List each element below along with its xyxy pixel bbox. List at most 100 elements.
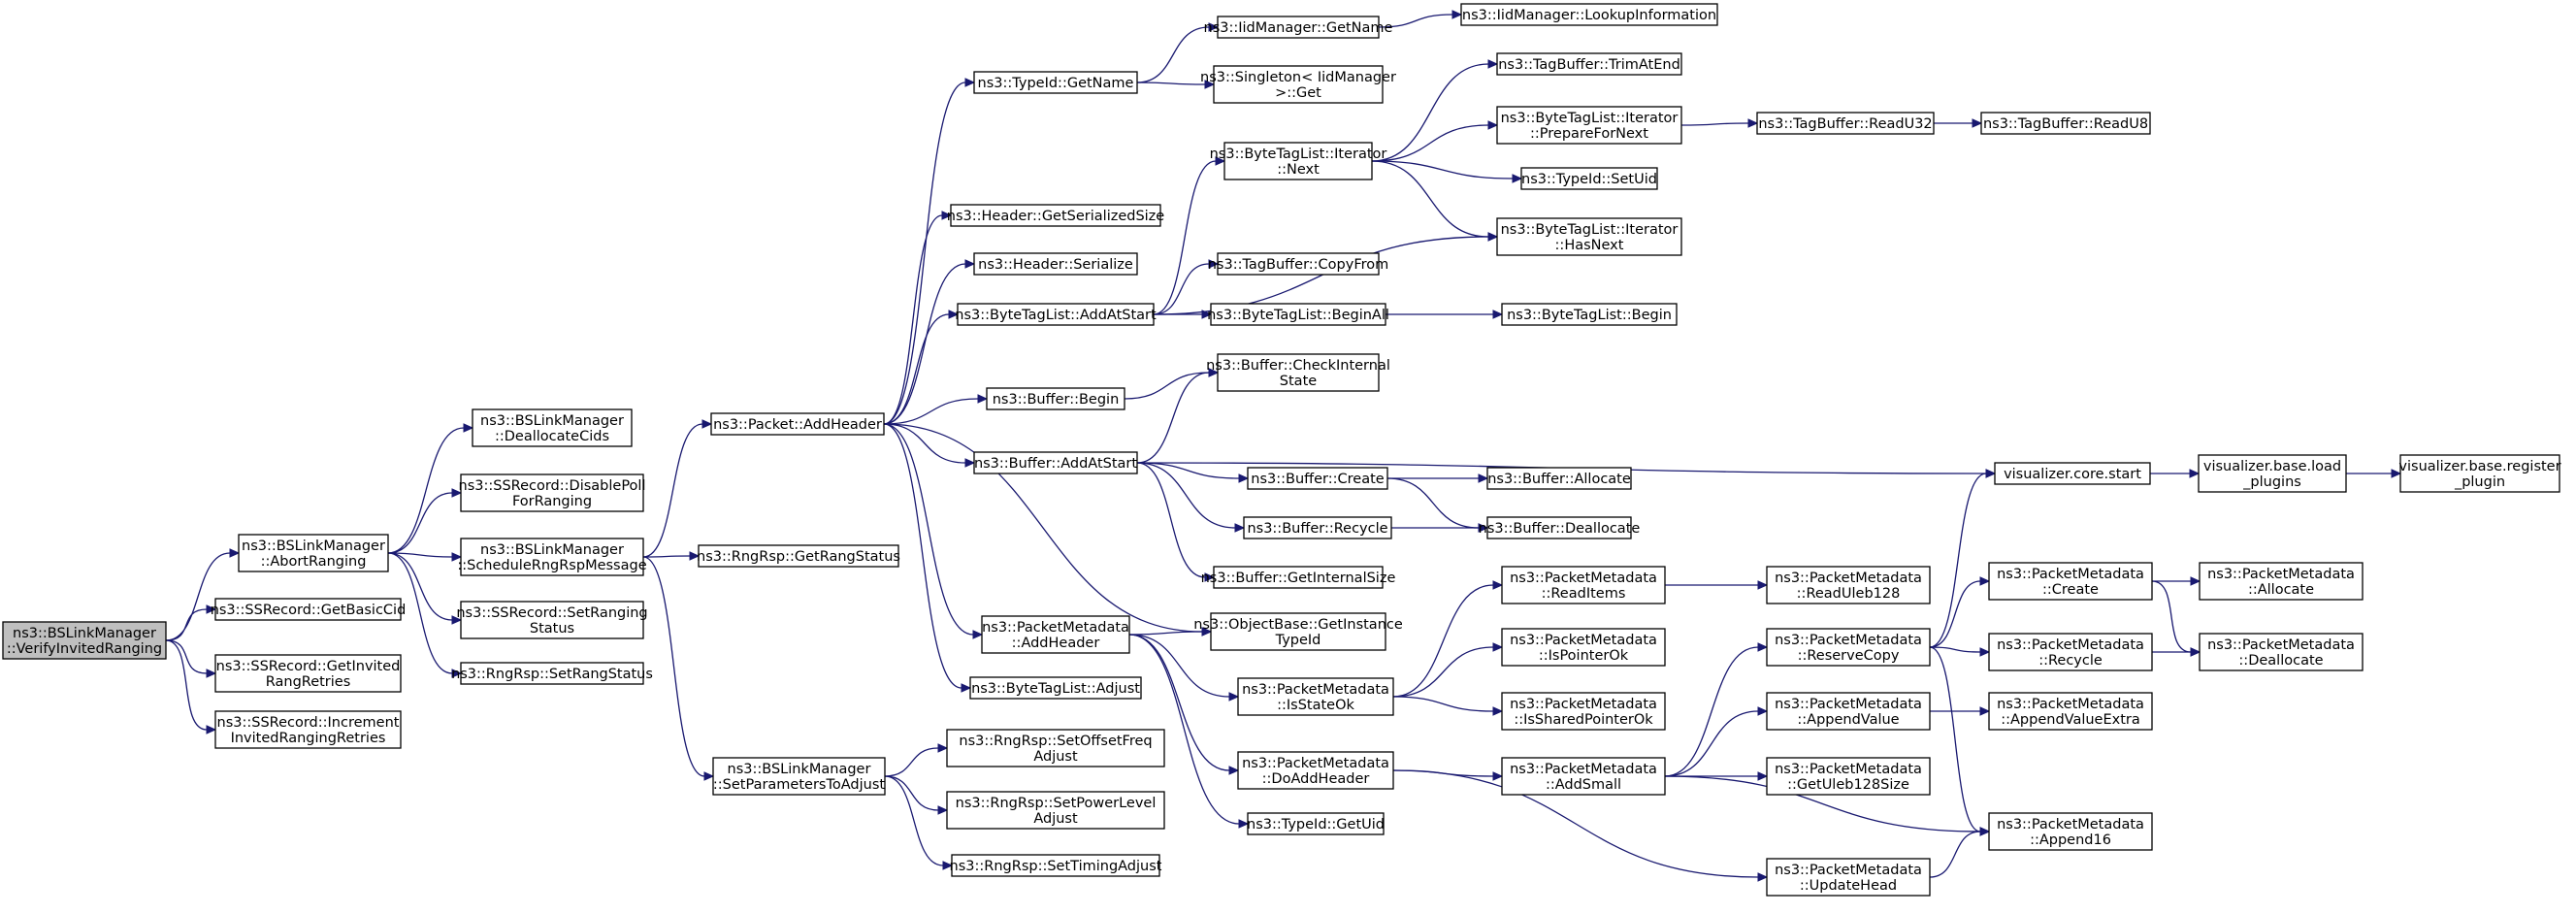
function-node[interactable]: ns3::PacketMetadata::GetUleb128Size — [1766, 757, 1931, 796]
function-node[interactable]: ns3::Buffer::AddAtStart — [973, 451, 1138, 474]
function-node[interactable]: ns3::ByteTagList::Iterator::PrepareForNe… — [1496, 106, 1682, 145]
node-box — [1988, 562, 2153, 601]
edge-arrowhead — [937, 743, 949, 753]
node-label: ns3::IidManager::GetName — [1204, 20, 1393, 36]
function-node[interactable]: ns3::TypeId::SetUid — [1520, 167, 1658, 190]
function-node[interactable]: ns3::PacketMetadata::DoAddHeader — [1237, 751, 1394, 790]
call-edge — [642, 556, 715, 781]
function-node[interactable]: ns3::PacketMetadata::Append16 — [1988, 812, 2153, 851]
call-edge — [1136, 80, 1216, 89]
call-edge — [2150, 469, 2201, 478]
function-node[interactable]: ns3::PacketMetadata::Recycle — [1988, 633, 2153, 671]
function-node[interactable]: ns3::PacketMetadata::ReadItems — [1501, 566, 1666, 604]
function-node[interactable]: ns3::TagBuffer::TrimAtEnd — [1496, 52, 1682, 76]
function-node[interactable]: ns3::Buffer::Begin — [986, 387, 1125, 410]
function-node[interactable]: ns3::BSLinkManager::VerifyInvitedRanging — [2, 621, 167, 660]
function-node[interactable]: ns3::SSRecord::GetBasicCid — [211, 598, 407, 621]
call-edge — [1929, 469, 1997, 648]
edge-line — [883, 423, 1203, 633]
function-node[interactable]: ns3::IidManager::GetName — [1204, 16, 1393, 39]
call-edge — [1391, 523, 1489, 533]
edge-line — [1136, 26, 1210, 83]
edge-arrowhead — [964, 78, 976, 87]
function-node[interactable]: ns3::Buffer::Allocate — [1486, 467, 1632, 490]
function-node[interactable]: ns3::ByteTagList::Iterator::HasNext — [1496, 217, 1682, 256]
function-node[interactable]: ns3::PacketMetadata::AddHeader — [981, 615, 1130, 654]
function-node[interactable]: visualizer.base.register_plugin — [2398, 454, 2561, 493]
function-node[interactable]: ns3::PacketMetadata::Allocate — [2199, 562, 2364, 601]
function-node[interactable]: visualizer.core.start — [1994, 462, 2151, 485]
call-edge — [1153, 156, 1226, 315]
node-label: ns3::TagBuffer::CopyFrom — [1208, 257, 1389, 273]
function-node[interactable]: ns3::IidManager::LookupInformation — [1460, 3, 1718, 26]
edge-arrowhead — [1492, 580, 1504, 590]
node-box — [238, 534, 389, 572]
function-node[interactable]: ns3::ByteTagList::Iterator::Next — [1210, 142, 1387, 180]
function-node[interactable]: ns3::TagBuffer::ReadU8 — [1980, 112, 2151, 135]
function-node[interactable]: ns3::TypeId::GetUid — [1247, 812, 1385, 835]
function-node[interactable]: visualizer.base.load_plugins — [2198, 454, 2347, 493]
function-node[interactable]: ns3::PacketMetadata::IsPointerOk — [1501, 628, 1666, 667]
function-node[interactable]: ns3::PacketMetadata::AddSmall — [1501, 757, 1666, 796]
function-node[interactable]: ns3::RngRsp::SetRangStatus — [451, 662, 653, 685]
function-node[interactable]: ns3::Buffer::GetInternalSize — [1201, 566, 1396, 589]
function-node[interactable]: ns3::RngRsp::GetRangStatus — [697, 544, 900, 568]
node-box — [957, 303, 1155, 326]
function-node[interactable]: ns3::SSRecord::IncrementInvitedRangingRe… — [214, 710, 402, 749]
node-label: ns3::BSLinkManager — [480, 542, 624, 558]
function-node[interactable]: ns3::PacketMetadata::Create — [1988, 562, 2153, 601]
call-edge — [2152, 576, 2201, 586]
function-node[interactable]: ns3::BSLinkManager::AbortRanging — [238, 534, 389, 572]
function-node[interactable]: ns3::PacketMetadata::Deallocate — [2199, 633, 2364, 671]
node-label: ns3::ByteTagList::Iterator — [1501, 111, 1679, 126]
function-node[interactable]: ns3::PacketMetadata::AppendValue — [1766, 692, 1931, 731]
node-box — [1460, 3, 1718, 26]
function-node[interactable]: ns3::ByteTagList::Adjust — [969, 676, 1142, 700]
function-node[interactable]: ns3::Header::Serialize — [973, 252, 1138, 276]
edge-line — [1136, 462, 1240, 479]
function-node[interactable]: ns3::PacketMetadata::IsSharedPointerOk — [1501, 692, 1666, 731]
function-node[interactable]: ns3::TagBuffer::CopyFrom — [1208, 252, 1389, 276]
node-box — [1994, 462, 2151, 485]
call-edge — [1128, 634, 1240, 775]
function-node[interactable]: ns3::BSLinkManager::DeallocateCids — [472, 408, 633, 447]
function-node[interactable]: ns3::BSLinkManager::SetParametersToAdjus… — [712, 757, 886, 796]
function-node[interactable]: ns3::PacketMetadata::ReadUleb128 — [1766, 566, 1931, 604]
function-node[interactable]: ns3::Packet::AddHeader — [710, 412, 885, 436]
node-box — [973, 71, 1138, 94]
function-node[interactable]: ns3::PacketMetadata::IsStateOk — [1237, 677, 1394, 716]
call-edge — [884, 775, 949, 815]
function-node[interactable]: ns3::Buffer::Create — [1247, 467, 1388, 490]
function-node[interactable]: ns3::PacketMetadata::AppendValueExtra — [1988, 692, 2153, 731]
node-label: ns3::Packet::AddHeader — [713, 417, 882, 433]
function-node[interactable]: ns3::ByteTagList::Begin — [1501, 303, 1678, 326]
function-node[interactable]: ns3::Singleton< IidManager>::Get — [1200, 65, 1396, 104]
function-node[interactable]: ns3::PacketMetadata::ReserveCopy — [1766, 628, 1931, 667]
function-node[interactable]: ns3::BSLinkManager::ScheduleRngRspMessag… — [457, 538, 647, 576]
edge-arrowhead — [1757, 706, 1769, 716]
edge-arrowhead — [972, 630, 984, 639]
call-edge — [1392, 769, 1504, 781]
function-node[interactable]: ns3::RngRsp::SetTimingAdjust — [950, 854, 1162, 877]
node-box — [969, 676, 1142, 700]
edge-arrowhead — [1487, 120, 1499, 130]
node-box — [1210, 303, 1386, 326]
function-node[interactable]: ns3::TagBuffer::ReadU32 — [1756, 112, 1935, 135]
function-node[interactable]: ns3::ByteTagList::AddAtStart — [955, 303, 1157, 326]
node-label: visualizer.base.register — [2398, 459, 2560, 474]
function-node[interactable]: ns3::Buffer::Recycle — [1243, 516, 1392, 539]
function-node[interactable]: ns3::PacketMetadata::UpdateHead — [1766, 858, 1931, 897]
function-node[interactable]: ns3::TypeId::GetName — [973, 71, 1138, 94]
node-label: ::VerifyInvitedRanging — [7, 641, 162, 657]
function-node[interactable]: ns3::Header::GetSerializedSize — [947, 204, 1165, 227]
function-node[interactable]: ns3::ByteTagList::BeginAll — [1207, 303, 1389, 326]
function-node[interactable]: ns3::Buffer::Deallocate — [1479, 516, 1641, 539]
edge-line — [1386, 477, 1480, 529]
